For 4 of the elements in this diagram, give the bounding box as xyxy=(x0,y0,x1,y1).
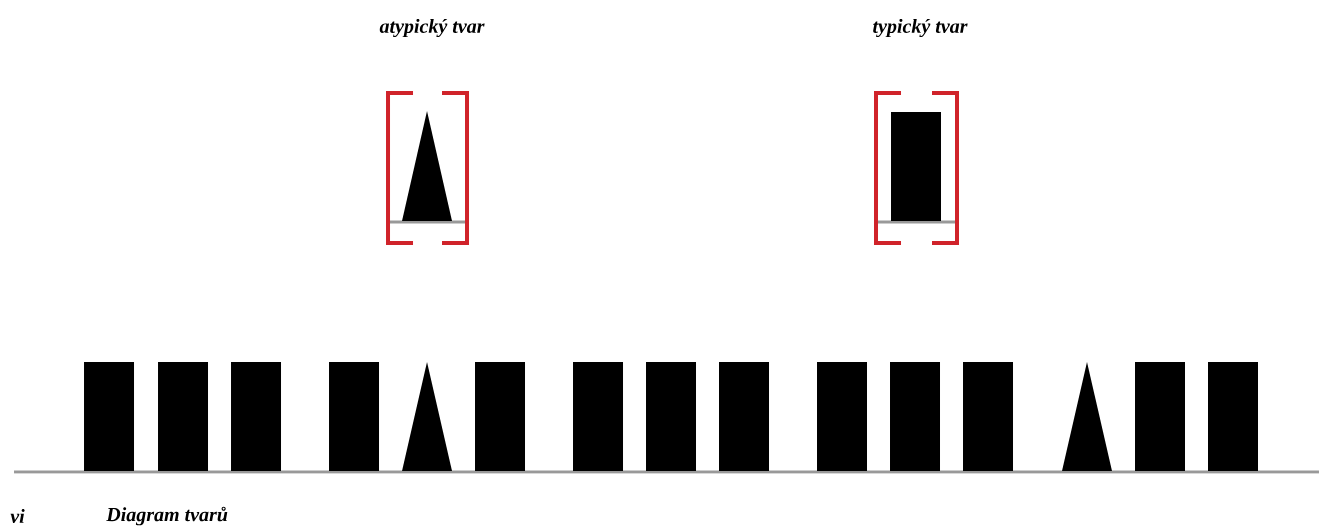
shape-label: typický tvar xyxy=(873,18,968,38)
page-number: vi xyxy=(10,508,25,523)
shape-label: atypický tvar xyxy=(379,18,485,38)
figure-caption: Diagram tvarů xyxy=(106,506,228,526)
